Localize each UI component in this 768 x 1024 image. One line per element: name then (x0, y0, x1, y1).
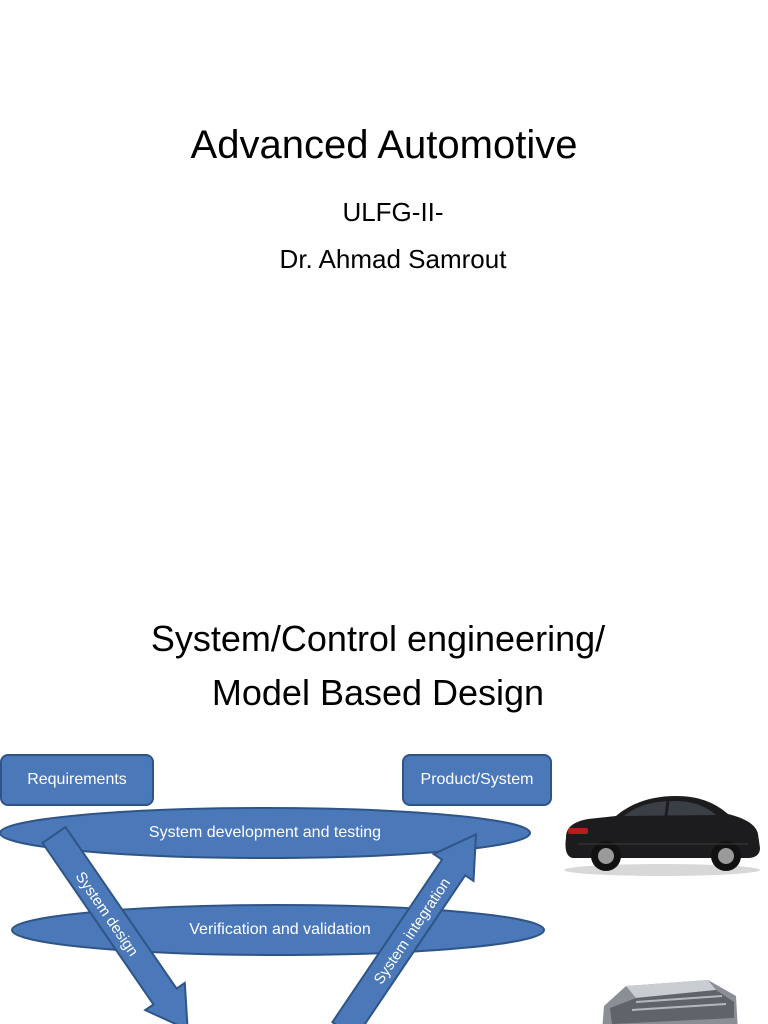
slide2-title-line1: System/Control engineering/ (150, 618, 606, 659)
v-model-diagram: System design System integration (0, 807, 545, 1024)
dev-testing-ellipse (0, 807, 531, 859)
title-slide: Advanced Automotive ULFG-II- Dr. Ahmad S… (190, 123, 578, 274)
slide2-title: System/Control engineering/ Model Based … (0, 612, 756, 720)
dev-testing-label: System development and testing (148, 824, 382, 841)
slide-subtitle-line2: Dr. Ahmad Samrout (279, 244, 507, 274)
slide-subtitle-line1: ULFG-II- (342, 197, 444, 227)
verification-label: Verification and validation (189, 921, 371, 938)
requirements-label: Requirements (27, 771, 127, 788)
slide-title: Advanced Automotive (190, 123, 578, 167)
slide2-title-line2: Model Based Design (211, 672, 545, 713)
product-system-box: Product/System (402, 754, 552, 806)
product-system-label: Product/System (420, 771, 534, 788)
mbd-slide: System/Control engineering/ Model Based … (0, 560, 768, 1024)
requirements-box: Requirements (0, 754, 154, 806)
engine-image (602, 980, 738, 1024)
car-image (564, 796, 760, 876)
